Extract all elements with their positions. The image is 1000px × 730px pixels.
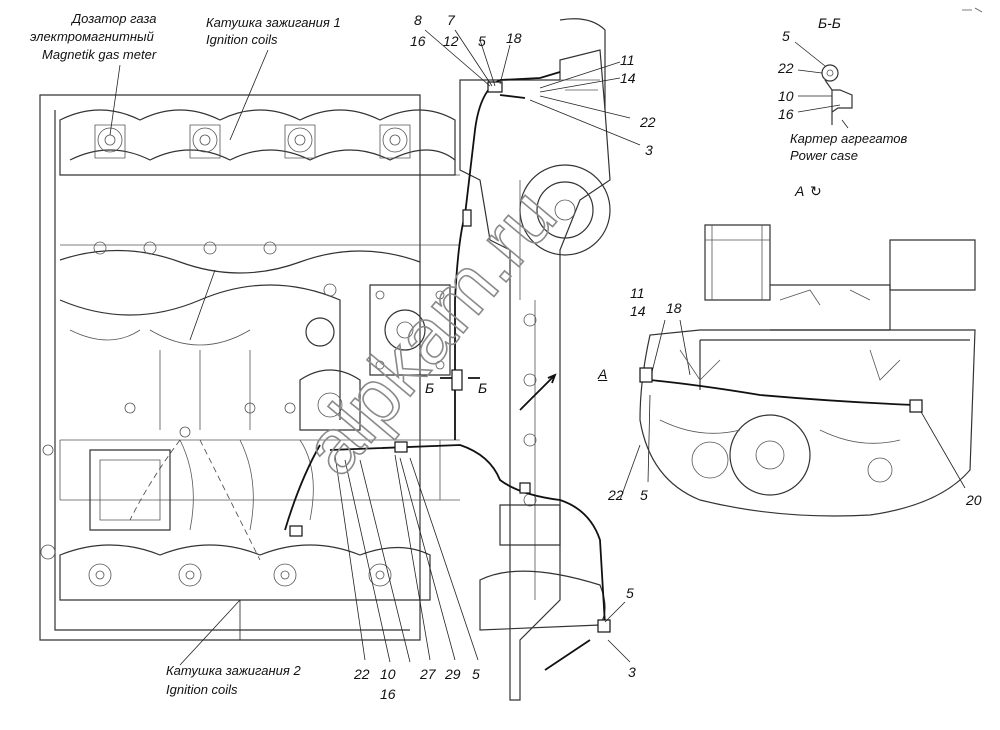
- callout-11-viewa: 11: [630, 285, 645, 301]
- callout-5-lower: 5: [626, 585, 634, 601]
- callout-16-bb: 16: [778, 106, 794, 122]
- callout-11-top: 11: [620, 52, 635, 68]
- gas-meter-caption-ru2: электромагнитный: [30, 29, 154, 44]
- section-bb-title: Б-Б: [818, 15, 841, 31]
- callout-14-viewa: 14: [630, 303, 646, 319]
- coil1-caption-en: Ignition coils: [206, 32, 278, 47]
- callout-20: 20: [966, 492, 982, 508]
- callout-14-top: 14: [620, 70, 636, 86]
- section-marks: [440, 373, 557, 411]
- power-case-caption-en: Power case: [790, 148, 858, 163]
- leader-lines: [109, 29, 966, 666]
- callout-3-lower: 3: [628, 664, 636, 680]
- callout-18-top: 18: [506, 30, 522, 46]
- section-mark-right: Б: [478, 380, 488, 396]
- wiring-harness: [129, 71, 611, 671]
- callout-22-viewa: 22: [608, 487, 624, 503]
- engine-block-outline: [39, 94, 460, 641]
- callout-29: 29: [445, 666, 461, 682]
- callout-7: 7: [447, 12, 455, 28]
- callout-10-bb: 10: [778, 88, 794, 104]
- corner-mark: [962, 7, 983, 13]
- callout-18-viewa: 18: [666, 300, 682, 316]
- coil2-caption-ru: Катушка зажигания 2: [166, 663, 301, 678]
- section-bb-detail: [794, 41, 853, 129]
- callout-22-top: 22: [640, 114, 656, 130]
- view-a-title: А: [795, 183, 805, 199]
- section-mark-left: Б: [425, 380, 435, 396]
- callout-3-top: 3: [645, 142, 653, 158]
- callout-10-bottom: 10: [380, 666, 396, 682]
- view-a-rotate-icon: ↻: [810, 183, 822, 199]
- callout-16-bottom: 16: [380, 686, 396, 702]
- coil2-caption-en: Ignition coils: [166, 682, 238, 697]
- view-a-marker: А: [598, 366, 608, 382]
- callout-5-top: 5: [478, 33, 486, 49]
- callout-16-top: 16: [410, 33, 426, 49]
- front-cover-outline: [459, 18, 611, 701]
- gas-meter-caption-en: Magnetik gas meter: [42, 47, 157, 62]
- coil1-caption-ru: Катушка зажигания 1: [206, 15, 341, 30]
- callout-22-bottom: 22: [354, 666, 370, 682]
- callout-27: 27: [420, 666, 436, 682]
- gas-meter-caption-ru: Дозатор газа: [72, 11, 157, 26]
- callout-5-viewa: 5: [640, 487, 648, 503]
- callout-8: 8: [414, 12, 422, 28]
- callout-12: 12: [443, 33, 459, 49]
- callout-22-bb: 22: [778, 60, 794, 76]
- power-case-caption-ru: Картер агрегатов: [790, 131, 908, 146]
- callout-5-bottom: 5: [472, 666, 480, 682]
- view-a-detail: [639, 224, 976, 517]
- callout-5-bb: 5: [782, 28, 790, 44]
